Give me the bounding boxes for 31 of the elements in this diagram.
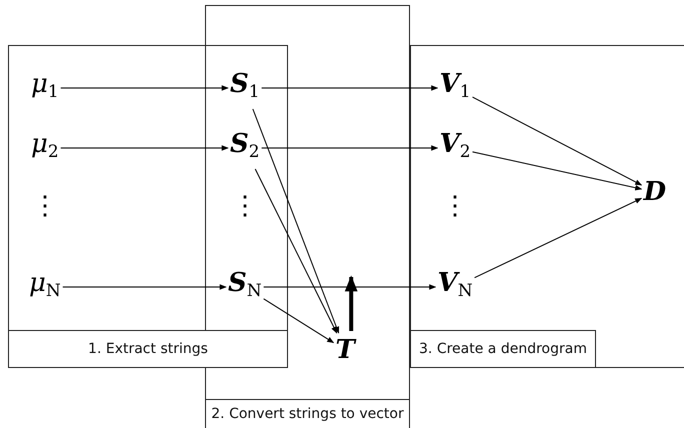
math-symbol: V$_{1}$ — [440, 69, 471, 107]
arrow — [60, 85, 229, 91]
arrow — [263, 298, 334, 344]
arrow — [252, 108, 340, 334]
math-symbol: T — [336, 335, 355, 365]
arrow — [472, 96, 642, 186]
step-caption: 1. Extract strings — [8, 330, 288, 368]
ellipsis-dots: ⋮ — [442, 190, 468, 220]
math-symbol: S$_{2}$ — [230, 129, 260, 167]
step-panel — [8, 45, 288, 368]
arrow — [60, 145, 229, 151]
arrow — [263, 284, 436, 290]
step-panel — [410, 45, 684, 368]
step-caption: 3. Create a dendrogram — [410, 330, 596, 368]
arrow — [344, 275, 358, 331]
arrow — [472, 151, 642, 190]
math-symbol: S$_{N}$ — [228, 268, 262, 306]
math-symbol: V$_{2}$ — [440, 129, 471, 167]
math-symbol: V$_{N}$ — [438, 268, 473, 306]
ellipsis-dots: ⋮ — [32, 190, 58, 220]
arrow — [261, 145, 438, 151]
arrow — [261, 85, 438, 91]
math-symbol: μ$_{1}$ — [31, 69, 59, 107]
arrow — [254, 168, 338, 334]
ellipsis-dots: ⋮ — [232, 190, 258, 220]
math-symbol: D — [644, 177, 666, 207]
math-symbol: μ$_{2}$ — [31, 129, 59, 167]
arrow — [62, 284, 227, 290]
math-symbol: μ$_{N}$ — [29, 268, 61, 306]
arrow — [474, 198, 642, 278]
math-symbol: S$_{1}$ — [230, 69, 260, 107]
